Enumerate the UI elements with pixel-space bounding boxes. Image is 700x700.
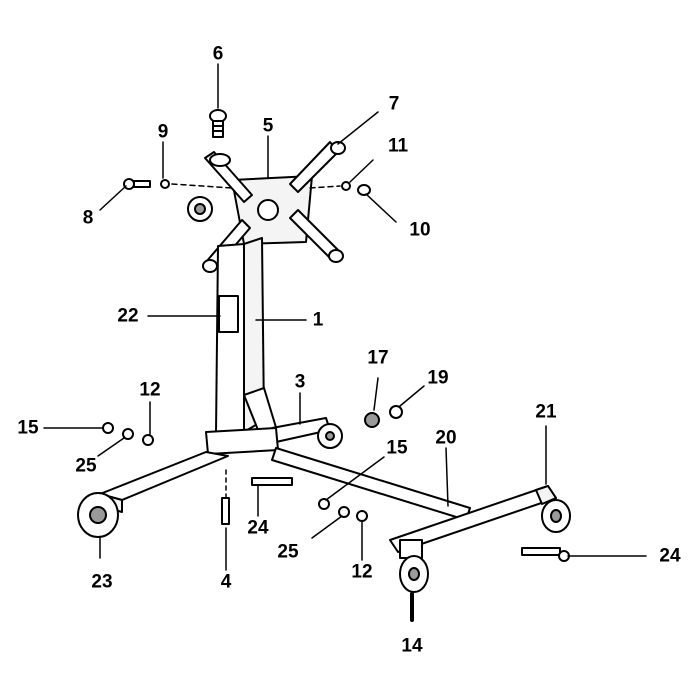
main-post	[215, 237, 279, 441]
callout-24-right: 24	[659, 545, 681, 567]
callout-14: 14	[401, 635, 423, 657]
callout-19: 19	[427, 367, 449, 389]
callout-21: 21	[535, 401, 557, 423]
caster-left	[77, 492, 119, 538]
leader-lines	[43, 63, 647, 622]
callout-24-center: 24	[247, 517, 269, 539]
callout-10: 10	[409, 219, 431, 241]
base-frame	[99, 427, 557, 553]
callout-5: 5	[262, 115, 274, 137]
callout-17: 17	[367, 347, 389, 369]
callout-9: 9	[157, 121, 169, 143]
callout-12-front: 12	[351, 561, 373, 583]
callout-23: 23	[91, 571, 113, 593]
callout-4: 4	[220, 571, 232, 593]
warning-label-plate	[218, 295, 239, 333]
caster-front	[399, 539, 429, 593]
callout-15-left: 15	[17, 417, 39, 439]
caster-right	[541, 499, 571, 533]
callout-7: 7	[388, 93, 400, 115]
bolts-and-washers	[102, 405, 570, 562]
callout-1: 1	[312, 309, 324, 331]
callout-8: 8	[82, 207, 94, 229]
callout-3: 3	[294, 371, 306, 393]
rear-brace	[271, 417, 343, 449]
callout-22: 22	[117, 305, 139, 327]
callout-12-left: 12	[139, 379, 161, 401]
callout-15-front: 15	[386, 437, 408, 459]
callout-25-left: 25	[75, 455, 97, 477]
callout-6: 6	[212, 43, 224, 65]
callout-11: 11	[387, 135, 409, 157]
callout-20: 20	[435, 427, 457, 449]
callout-25-front: 25	[277, 541, 299, 563]
eye-bolt	[209, 109, 227, 138]
mounting-head-plate	[187, 175, 313, 245]
